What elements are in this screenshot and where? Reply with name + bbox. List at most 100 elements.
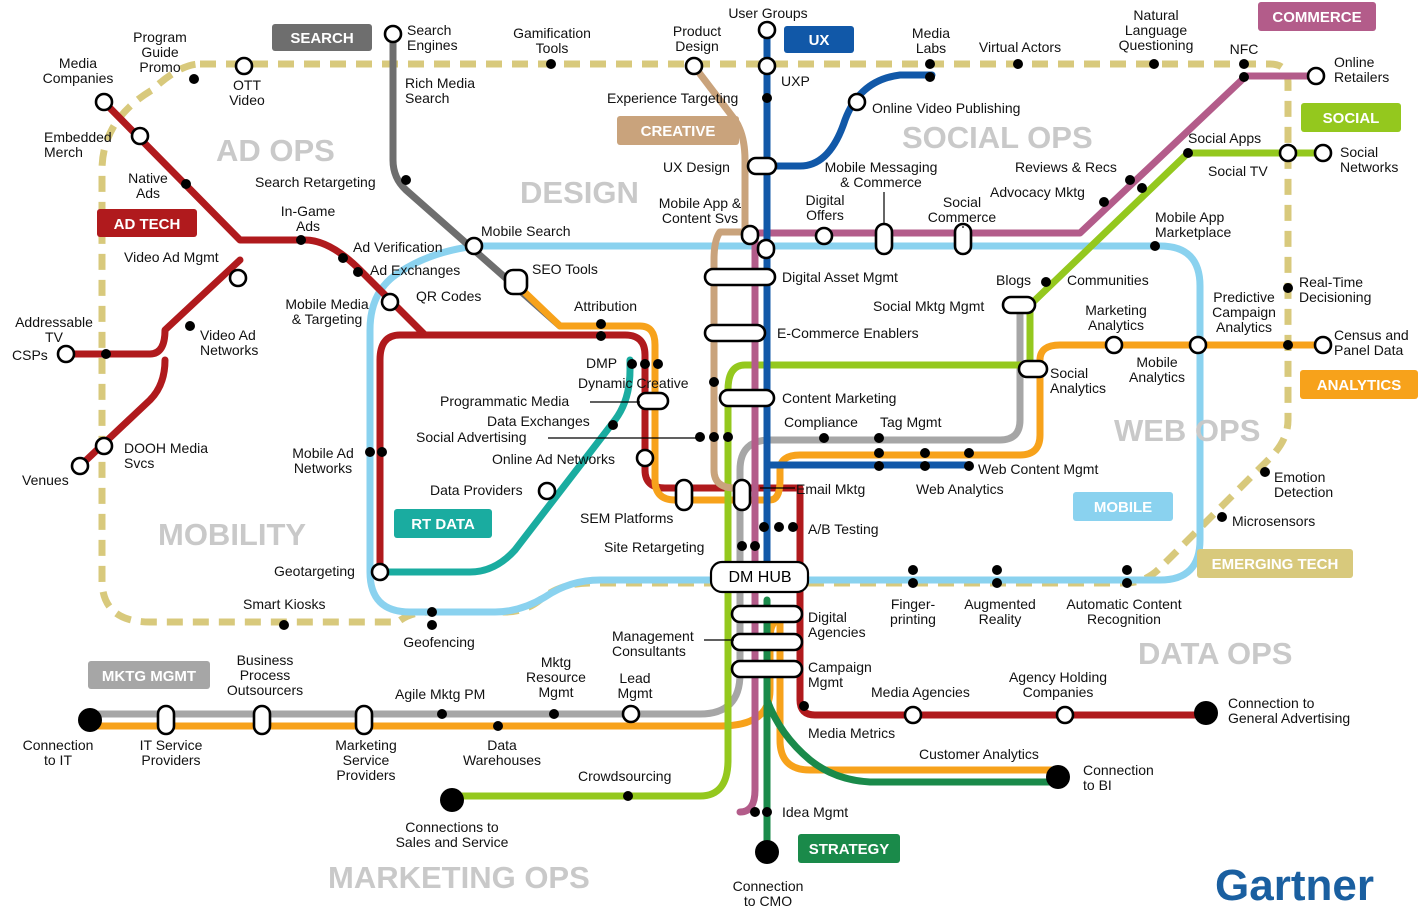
station-label-e-commerce-enablers: E-Commerce Enablers: [777, 325, 919, 341]
svg-text:RT DATA: RT DATA: [411, 516, 475, 533]
ad-tech-branch-venues: [76, 356, 169, 470]
stops: [78, 59, 1293, 864]
svg-text:COMMERCE: COMMERCE: [1272, 9, 1361, 26]
station-label-crowdsourcing: Crowdsourcing: [578, 768, 671, 784]
station-label-content-marketing: Content Marketing: [782, 390, 896, 406]
station-label-media-agencies: Media Agencies: [871, 684, 970, 700]
badge-strategy: STRATEGY: [798, 834, 900, 863]
station-label-fingerprinting: Finger-printing: [890, 596, 936, 627]
badge-ad-tech: AD TECH: [97, 209, 197, 237]
zone-mobility: MOBILITY: [158, 517, 306, 552]
station-label-online-ad-networks: Online Ad Networks: [492, 451, 615, 467]
station-label-nfc: NFC: [1230, 41, 1259, 57]
zone-data-ops: DATA OPS: [1138, 636, 1292, 671]
station-label-blogs: Blogs: [996, 272, 1031, 288]
station-label-communities: Communities: [1067, 272, 1149, 288]
svg-text:MOBILE: MOBILE: [1094, 499, 1152, 516]
station-label-csps: CSPs: [12, 347, 48, 363]
station-label-search-retargeting: Search Retargeting: [255, 174, 376, 190]
station-label-customer-analytics: Customer Analytics: [919, 746, 1039, 762]
station-label-microsensors: Microsensors: [1232, 513, 1315, 529]
station-label-sem-platforms: SEM Platforms: [580, 510, 673, 526]
badge-creative: CREATIVE: [617, 116, 739, 145]
station-label-social-advertising: Social Advertising: [416, 429, 527, 445]
station-label-virtual-actors: Virtual Actors: [979, 39, 1061, 55]
badge-rt-data: RT DATA: [394, 509, 492, 538]
creative-line: [690, 62, 749, 492]
station-label-advocacy-mktg: Advocacy Mktg: [990, 184, 1085, 200]
gartner-logo: Gartner: [1215, 861, 1374, 907]
svg-text:AD TECH: AD TECH: [114, 216, 181, 233]
ad-tech-line: [100, 98, 1209, 719]
station-label-experience-targeting: Experience Targeting: [607, 90, 738, 106]
badge-social: SOCIAL: [1301, 103, 1401, 132]
dm-hub[interactable]: DM HUB: [709, 560, 810, 594]
station-label-idea-mgmt: Idea Mgmt: [782, 804, 848, 820]
badge-mktg-mgmt: MKTG MGMT: [88, 661, 210, 689]
ad-tech-branch-geo: [376, 331, 429, 576]
zone-marketing-ops: MARKETING OPS: [328, 860, 590, 895]
mobile-line: [366, 242, 1204, 616]
badge-mobile: MOBILE: [1073, 492, 1173, 521]
station-label-dmp: DMP: [586, 355, 617, 371]
station-label-social-apps: Social Apps: [1188, 130, 1261, 146]
station-label-ab-testing: A/B Testing: [808, 521, 879, 537]
zone-web-ops: WEB OPS: [1114, 413, 1260, 448]
station-label-email-mktg: Email Mktg: [796, 481, 865, 497]
svg-text:MKTG MGMT: MKTG MGMT: [102, 668, 196, 685]
search-line: [389, 30, 564, 330]
interchanges: [156, 156, 1049, 736]
svg-text:STRATEGY: STRATEGY: [809, 841, 890, 858]
badge-ux: UX: [784, 26, 854, 53]
analytics-to-bi: [776, 616, 1062, 774]
badge-analytics: ANALYTICS: [1300, 370, 1418, 399]
svg-text:SOCIAL: SOCIAL: [1323, 110, 1380, 127]
station-label-web-content-mgmt: Web Content Mgmt: [978, 461, 1098, 477]
station-label-programmatic-media: Programmatic Media: [440, 393, 569, 409]
station-label-media-metrics: Media Metrics: [808, 725, 895, 741]
hub-label: DM HUB: [728, 569, 791, 586]
zone-design: DESIGN: [520, 175, 639, 210]
station-label-ad-exchanges: Ad Exchanges: [370, 262, 460, 278]
station-label-geotargeting: Geotargeting: [274, 563, 355, 579]
zone-titles: AD OPS DESIGN SOCIAL OPS MOBILITY WEB OP…: [158, 120, 1292, 895]
station-label-data-exchanges: Data Exchanges: [487, 413, 590, 429]
station-label-data-providers: Data Providers: [430, 482, 523, 498]
station-label-user-groups: User Groups: [728, 5, 807, 21]
station-label-smart-kiosks: Smart Kiosks: [243, 596, 325, 612]
rt-data-line: [376, 356, 634, 576]
zone-social-ops: SOCIAL OPS: [902, 120, 1093, 155]
station-label-qr-codes: QR Codes: [416, 288, 481, 304]
zone-ad-ops: AD OPS: [216, 133, 335, 168]
